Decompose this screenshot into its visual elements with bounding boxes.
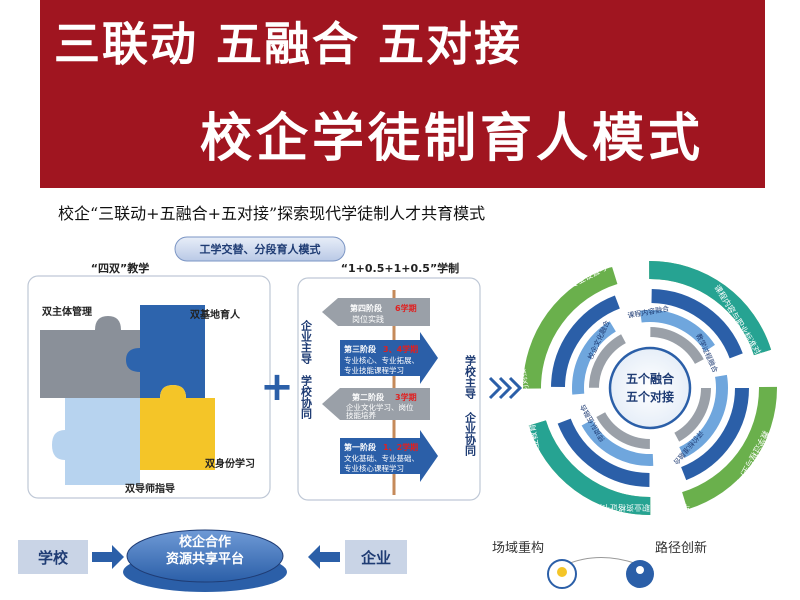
subtitle: 校企“三联动+五融合+五对接”探索现代学徒制人才共育模式 — [58, 204, 486, 223]
right-vertical-labels: 学校主导 企业协同 — [464, 354, 478, 457]
left-label-dual-management: 双主体管理 — [42, 305, 92, 318]
center-line2: 五个对接 — [626, 389, 674, 404]
bottom-row: 学校 校企合作 资源共享平台 企业 场域重构 路径创新 — [18, 529, 707, 592]
connector-arc — [564, 557, 641, 566]
chevron-right-icon — [488, 376, 523, 400]
stage-1-line1: 文化基础、专业基础、 — [344, 453, 419, 463]
platform-line1: 校企合作 — [179, 534, 231, 550]
left-label-dual-base: 双基地育人 — [190, 308, 241, 321]
stage-2-arrow — [322, 388, 430, 420]
vertical-label-enterprise-lead: 企业主导 — [300, 319, 314, 365]
enterprise-box — [345, 540, 407, 574]
inner-ring-lightblue — [572, 310, 728, 466]
stage-2-line2: 技能培养 — [346, 410, 376, 420]
vertical-label-enterprise-assist: 企业协同 — [464, 411, 478, 457]
stage-2: 第二阶段 3学期 企业文化学习、岗位 技能培养 — [322, 388, 430, 420]
center-line1: 五个融合 — [626, 371, 675, 386]
stage-2-tag: 3学期 — [395, 392, 417, 402]
label-path-innovation: 路径创新 — [655, 540, 707, 556]
stage-4-head: 第四阶段 — [350, 303, 382, 313]
stage-3-arrow — [340, 332, 438, 384]
puzzle-graphic — [40, 305, 215, 485]
stage-3: 第三阶段 3、4学期 专业核心、专业拓展、 专业技能课程学习 — [340, 332, 438, 384]
inner-ring-gray — [589, 327, 711, 449]
banner-title-line1: 三联动 五融合 五对接 — [54, 17, 523, 71]
left-label-dual-mentor: 双导师指导 — [125, 482, 175, 495]
stage-4-tag: 6学期 — [395, 303, 417, 313]
left-panel-title: “四双”教学 — [91, 261, 149, 275]
enterprise-label: 企业 — [360, 549, 391, 567]
puzzle-piece-yellow — [140, 385, 215, 470]
title-banner: 三联动 五融合 五对接 校企学徒制育人模式 — [40, 0, 765, 188]
stage-2-head: 第二阶段 — [352, 392, 384, 402]
stage-3-tag: 3、4学期 — [383, 344, 418, 354]
stage-1-line2: 专业核心课程学习 — [344, 463, 404, 473]
left-vertical-labels: 企业主导 学校协同 — [300, 319, 314, 420]
stage-4-arrow — [322, 298, 430, 326]
top-pill-label: 工学交替、分段育人模式 — [200, 242, 321, 256]
platform-line2: 资源共享平台 — [166, 551, 244, 567]
plus-sign: + — [260, 364, 294, 410]
cycle-diagram: 五个融合 五个对接 专业设置与专业需求对接 课程内容与职业标准对接 教学过程与生… — [517, 240, 777, 515]
left-label-dual-identity: 双身份学习 — [205, 457, 255, 470]
lightbulb-icon-inner — [557, 567, 567, 577]
stage-4-line1: 岗位实践 — [352, 314, 384, 324]
top-pill — [174, 236, 346, 262]
puzzle-piece-blue — [126, 305, 205, 398]
stage-4: 第四阶段 6学期 岗位实践 — [322, 298, 430, 326]
school-box — [18, 540, 88, 574]
banner-title-line2: 校企学徒制育人模式 — [200, 108, 705, 169]
arrow-left-icon — [308, 545, 340, 569]
school-label: 学校 — [38, 549, 69, 567]
puzzle-piece-lightblue — [52, 398, 140, 485]
middle-panel-title: “1+0.5+1+0.5”学制 — [341, 261, 459, 275]
stage-3-line1: 专业核心、专业拓展、 — [344, 355, 419, 365]
stage-1-arrow — [340, 430, 438, 482]
stage-1-head: 第一阶段 — [344, 442, 376, 452]
arrow-right-icon — [92, 545, 124, 569]
vertical-label-school-lead: 学校主导 — [464, 354, 477, 400]
outer-arc-4: 毕业证书与职业资格证书对接 — [586, 503, 690, 513]
middle-ring-blue — [551, 289, 749, 487]
platform-top — [126, 529, 284, 583]
label-field-reconstruction: 场域重构 — [492, 540, 544, 556]
stage-1: 第一阶段 1、2学期 文化基础、专业基础、 专业核心课程学习 — [340, 430, 438, 482]
outer-ring-teal — [523, 261, 777, 515]
vertical-label-school-assist: 学校协同 — [300, 374, 313, 420]
person-icon-head — [636, 566, 644, 574]
center-disc — [608, 346, 692, 430]
stage-2-line1: 企业文化学习、岗位 — [346, 402, 414, 412]
stage-1-tag: 1、2学期 — [383, 442, 418, 452]
stage-3-head: 第三阶段 — [344, 344, 376, 354]
stage-3-line2: 专业技能课程学习 — [344, 365, 404, 375]
puzzle-piece-gray-left — [40, 316, 140, 398]
